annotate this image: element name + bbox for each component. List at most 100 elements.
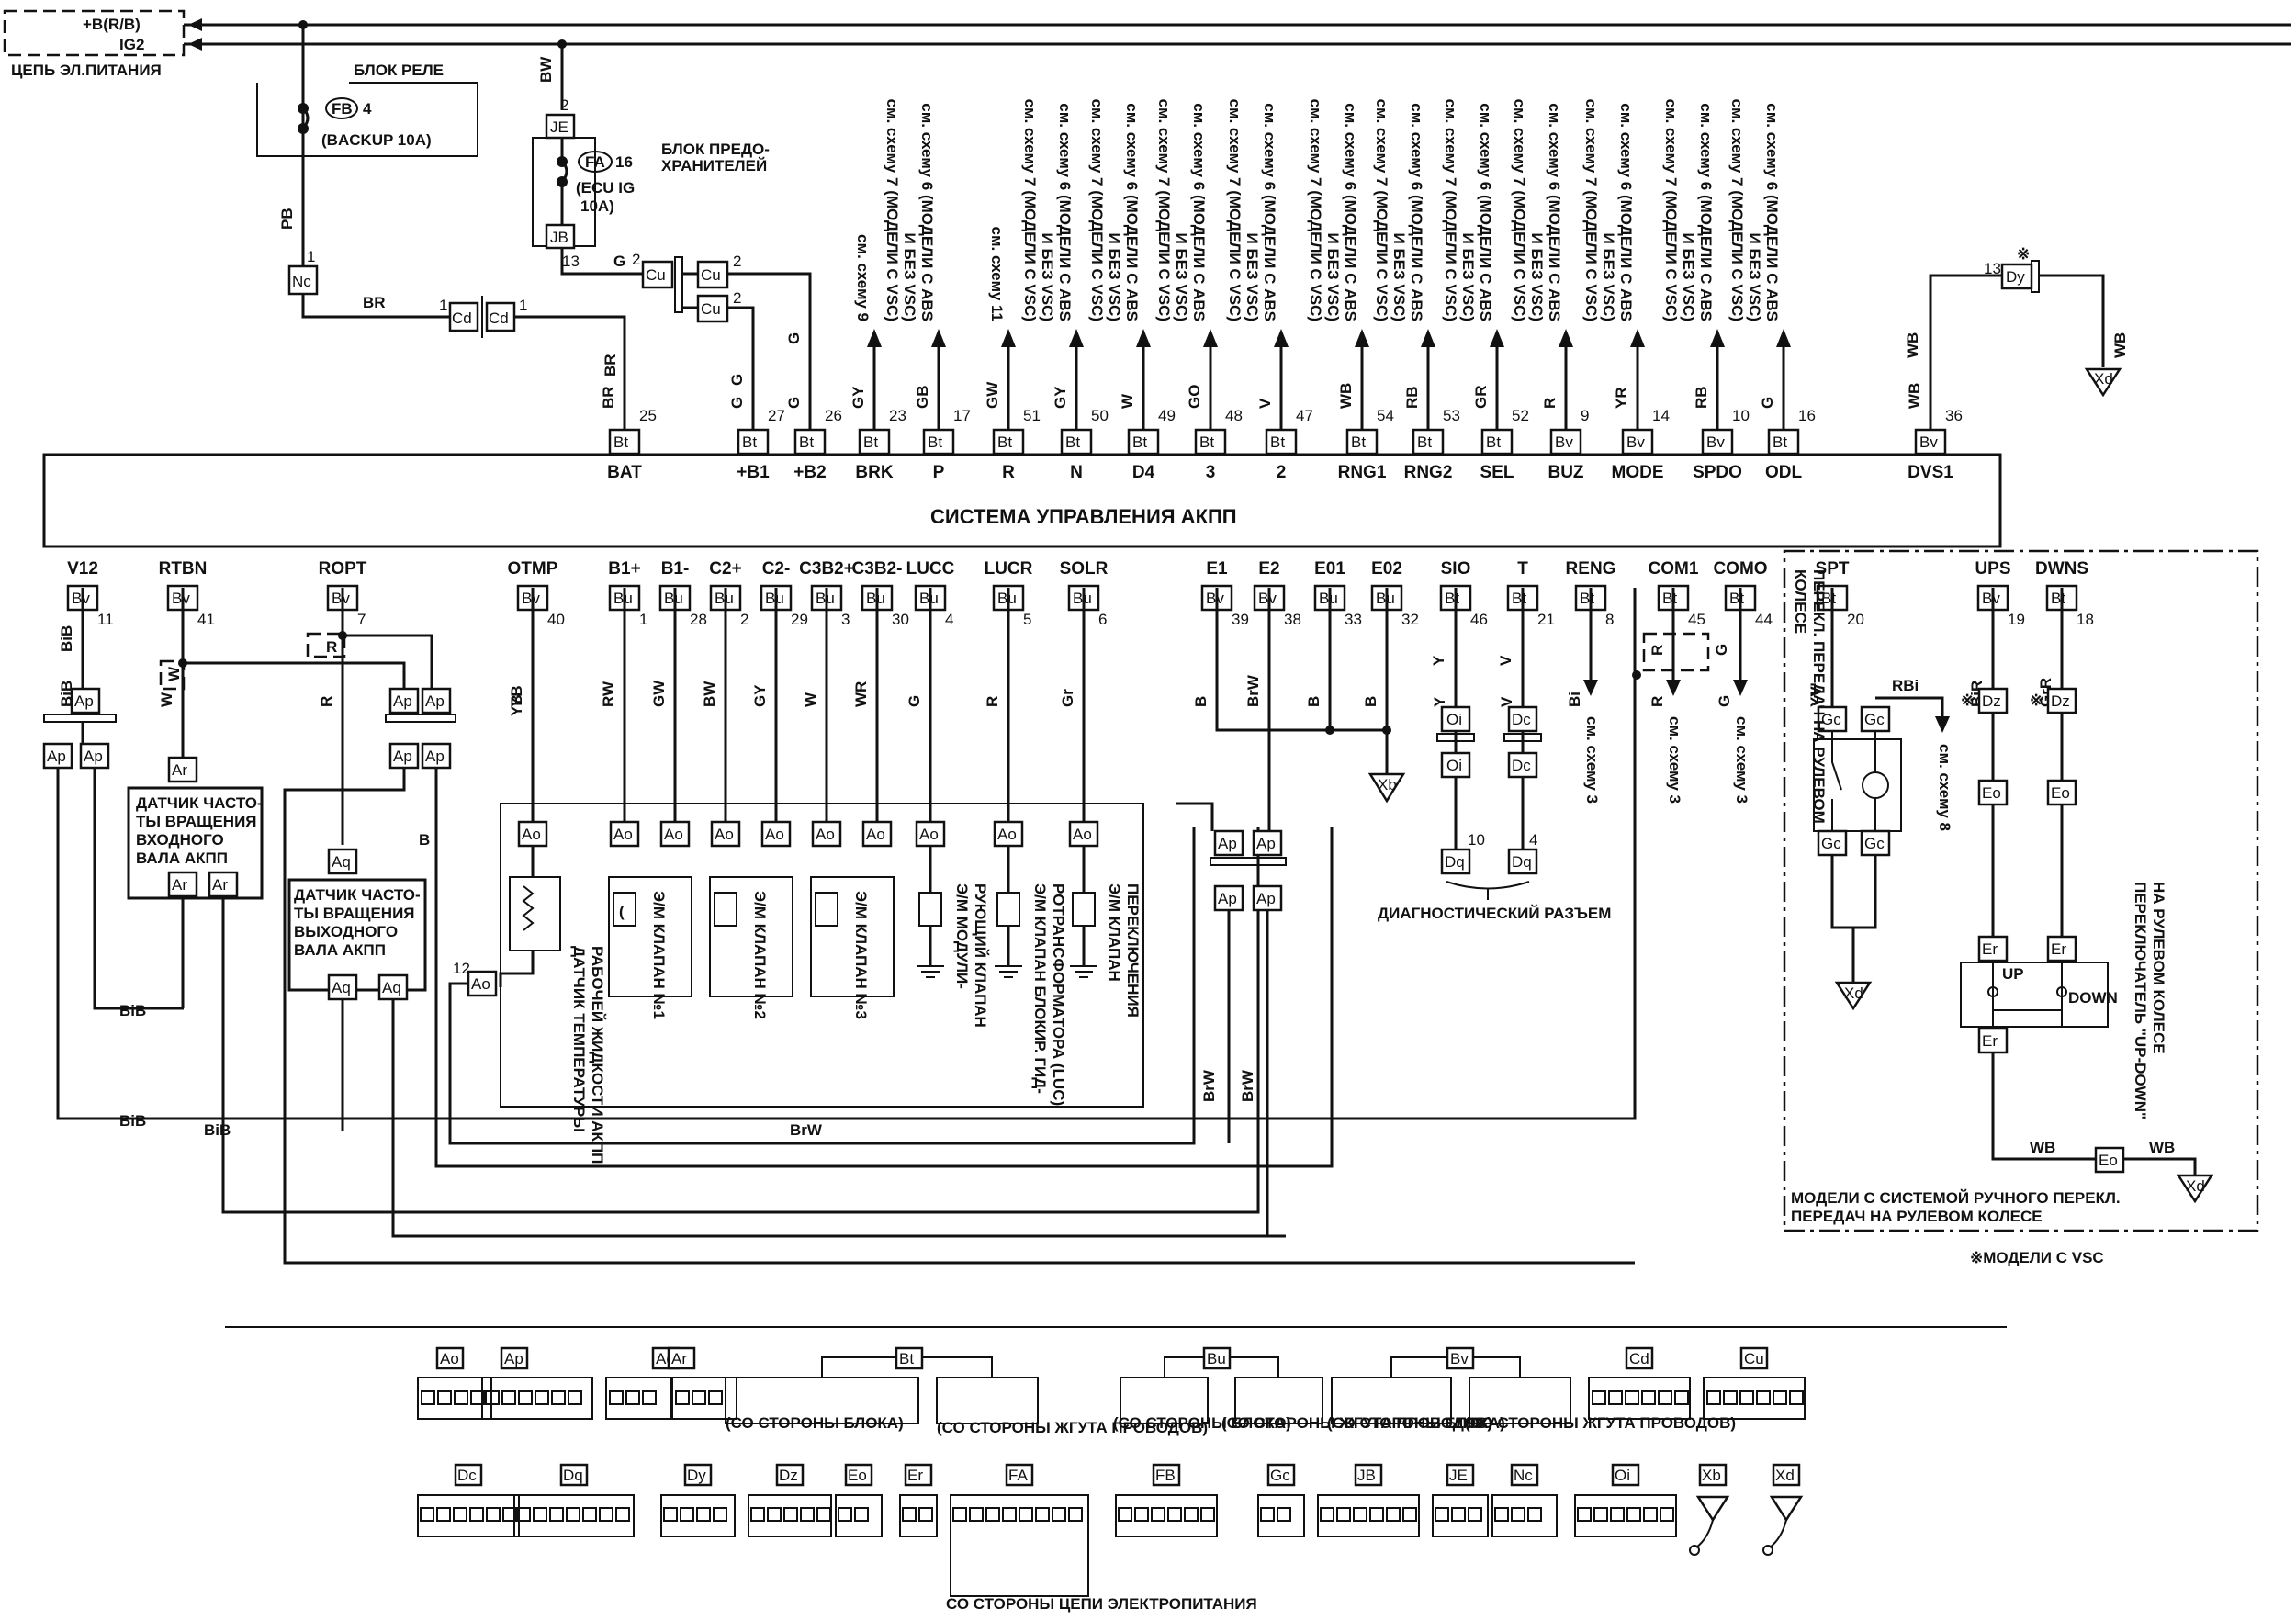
- svg-text:YB: YB: [508, 694, 525, 716]
- top-pin-ref: И БЕЗ VSC): [1746, 233, 1763, 322]
- bottom-pin-conn: Bu: [715, 590, 734, 607]
- input-sensor-1: ДАТЧИК ЧАСТО-: [136, 794, 263, 812]
- bottom-pin-num: 3: [841, 611, 850, 628]
- top-pin-conn: Bt: [1065, 433, 1080, 451]
- svg-text:Ao: Ao: [471, 975, 490, 993]
- bottom-pin-wire: R: [1649, 696, 1666, 707]
- bottom-pin-num: 6: [1098, 611, 1107, 628]
- bottom-pin-num: 7: [357, 611, 366, 628]
- svg-text:2: 2: [560, 96, 568, 114]
- legend-block-side: (СО СТОРОНЫ БЛОКА): [726, 1414, 904, 1432]
- bottom-pin-signal: C2+: [709, 559, 741, 579]
- legend-code: Ar: [671, 1350, 687, 1367]
- dy-code: Dy: [2006, 268, 2025, 286]
- top-pin-ref: см. схему 7 (МОДЕЛИ С VSC): [1307, 99, 1324, 321]
- top-pin-signal: 2: [1277, 463, 1287, 482]
- top-pin-signal: BAT: [607, 463, 642, 482]
- vsc-mark-dz2: ※: [2030, 692, 2043, 709]
- fa-fuse-name-2: 10A): [580, 197, 614, 215]
- bottom-pin-signal: UPS: [1975, 559, 2010, 579]
- bottom-pin-wire: GY: [751, 684, 769, 707]
- bottom-pin-wire: R: [318, 696, 335, 707]
- bottom-pin-signal: V12: [67, 559, 98, 579]
- top-pin-conn: Bt: [1486, 433, 1501, 451]
- circuit-label: ЦЕПЬ ЭЛ.ПИТАНИЯ: [11, 62, 162, 79]
- svg-text:Ar: Ar: [172, 761, 187, 779]
- fuse-block-title-2: ХРАНИТЕЛЕЙ: [661, 157, 767, 174]
- valve-2-label: Э/М КЛАПАН №2: [751, 891, 769, 1019]
- como-ref-rot: см. схему 3: [1733, 716, 1750, 804]
- top-pin-ref: И БЕЗ VSC): [1106, 233, 1123, 322]
- top-pin-ref: см. схему 7 (МОДЕЛИ С VSC): [1511, 99, 1528, 321]
- bottom-pin-num: 2: [740, 611, 748, 628]
- top-pin-conn: Bt: [799, 433, 814, 451]
- top-pin-num: 51: [1023, 407, 1041, 424]
- svg-text:Ap: Ap: [47, 748, 66, 765]
- bottom-pin-conn: Bu: [1073, 590, 1092, 607]
- top-pin-signal: D4: [1132, 463, 1155, 482]
- svg-text:13: 13: [562, 253, 580, 270]
- svg-text:BR: BR: [363, 294, 386, 311]
- bottom-pin-wire: BW: [701, 681, 718, 707]
- bottom-pin-signal: RTBN: [159, 559, 208, 579]
- bottom-pin-num: 21: [1537, 611, 1555, 628]
- svg-text:BW: BW: [537, 56, 555, 83]
- top-pin-ref: см. схему 6 (МОДЕЛИ С ABS: [1056, 103, 1074, 321]
- bottom-pin-conn: Bt: [1512, 590, 1526, 607]
- legend-Bt: Bt: [725, 1346, 1039, 1424]
- bottom-pin-num: 18: [2077, 611, 2094, 628]
- legend-Xd: Xd: [1762, 1463, 1804, 1556]
- bottom-pin-signal: E1: [1206, 559, 1228, 579]
- bottom-pin-conn: Bu: [1319, 590, 1338, 607]
- manual-models-1: МОДЕЛИ С СИСТЕМОЙ РУЧНОГО ПЕРЕКЛ.: [1791, 1189, 2121, 1207]
- bottom-pin-wire: B: [1305, 696, 1322, 707]
- svg-text:G: G: [728, 374, 746, 386]
- bottom-pin-conn: Bu: [816, 590, 835, 607]
- bottom-pin-wire: W: [802, 692, 819, 707]
- legend-code: Cu: [1744, 1350, 1764, 1367]
- top-pin-ref: см. схему 6 (МОДЕЛИ С ABS: [1342, 103, 1359, 321]
- top-pin-ref: И БЕЗ VSC): [1173, 233, 1190, 322]
- bottom-pin-num: 33: [1345, 611, 1362, 628]
- top-pin-wire: R: [1541, 398, 1559, 409]
- top-pin-ref: И БЕЗ VSC): [1459, 233, 1477, 322]
- legend-code: Xd: [1775, 1467, 1795, 1484]
- top-pin-conn: Bv: [1706, 433, 1725, 451]
- fb-fuse-code: FB: [332, 100, 353, 118]
- bottom-pin-num: 46: [1470, 611, 1488, 628]
- svg-text:Dz: Dz: [1982, 692, 2001, 710]
- je-code: JE: [550, 118, 568, 136]
- svg-text:Ap: Ap: [1218, 890, 1237, 907]
- top-pin-conn: Bt: [997, 433, 1012, 451]
- bottom-pin-num: 41: [197, 611, 215, 628]
- legend-Cd: Cd: [1588, 1346, 1691, 1420]
- vsc-note: ※МОДЕЛИ С VSC: [1970, 1249, 2104, 1266]
- bottom-pin-wire: R: [984, 696, 1001, 707]
- bottom-pin-signal: C3B2+: [799, 559, 854, 579]
- bottom-pin-num: 8: [1605, 611, 1614, 628]
- bottom-pin-signal: E02: [1371, 559, 1402, 579]
- svg-text:V: V: [1497, 655, 1514, 666]
- bottom-pin-signal: C3B2-: [852, 559, 903, 579]
- bottom-pin-conn: Bu: [997, 590, 1017, 607]
- legend-code: Dq: [563, 1467, 583, 1484]
- legend-code: Ap: [504, 1350, 523, 1367]
- bottom-pin-conn: Bu: [1376, 590, 1395, 607]
- legend-Ar: Ar: [667, 1346, 737, 1420]
- bottom-pin-conn: Bu: [664, 590, 683, 607]
- legend-Bu: Bu: [1120, 1346, 1323, 1424]
- legend-Er: Er: [899, 1463, 938, 1537]
- top-pin-num: 47: [1296, 407, 1313, 424]
- fuse-block-title-1: БЛОК ПРЕДО-: [661, 141, 770, 158]
- top-pin-ref: см. схему 9: [854, 234, 872, 321]
- svg-text:Ar: Ar: [212, 876, 228, 894]
- svg-text:BR: BR: [602, 354, 619, 377]
